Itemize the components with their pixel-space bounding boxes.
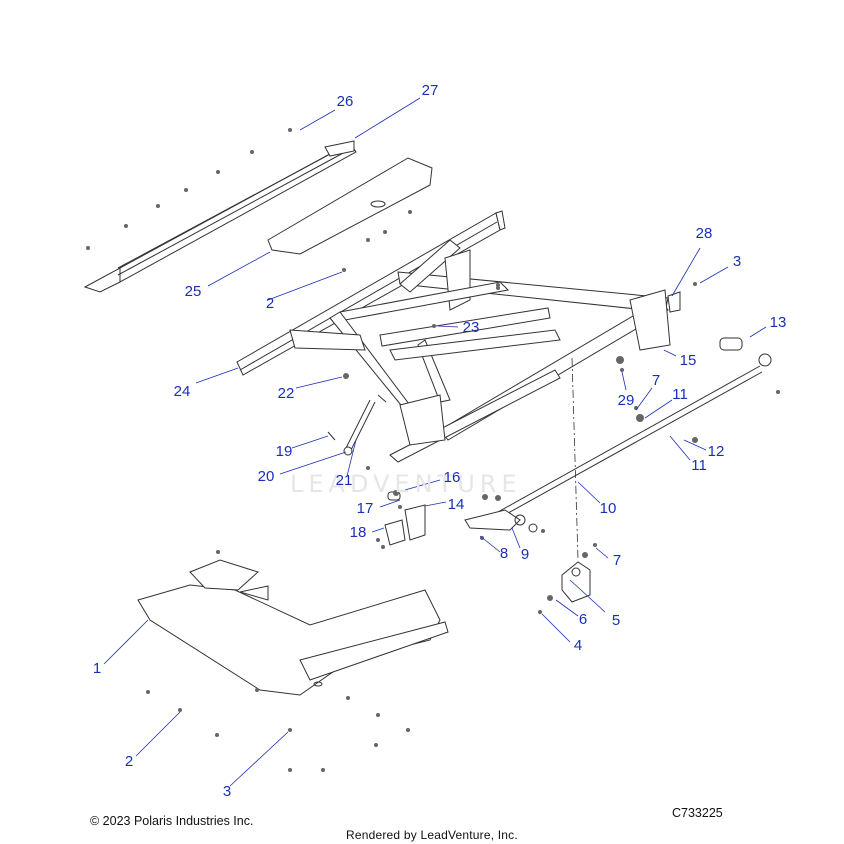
part-27-rail xyxy=(83,140,357,293)
callout-14: 14 xyxy=(447,496,465,513)
callout-12: 12 xyxy=(707,443,725,460)
callout-22: 22 xyxy=(277,385,295,402)
fasteners xyxy=(86,128,780,772)
callout-24: 24 xyxy=(173,383,191,400)
centerline xyxy=(571,357,579,561)
callout-4: 4 xyxy=(573,637,583,654)
callout-5: 5 xyxy=(611,612,621,629)
part-1-skid-plate xyxy=(137,559,449,696)
part-19-link xyxy=(327,394,387,456)
callout-23: 23 xyxy=(462,319,480,336)
part-14-bracket xyxy=(384,491,426,546)
callout-2-bottom: 2 xyxy=(124,753,134,770)
watermark: LEADVENTURE xyxy=(290,470,522,498)
callout-10: 10 xyxy=(599,500,617,517)
callout-7-bottom: 7 xyxy=(612,552,622,569)
callout-11-bottom: 11 xyxy=(691,457,707,474)
callout-26: 26 xyxy=(336,93,354,110)
callout-3-bottom: 3 xyxy=(222,783,232,800)
callout-19: 19 xyxy=(275,443,293,460)
part-24-frame xyxy=(236,210,681,463)
callout-13: 13 xyxy=(769,314,787,331)
callout-8: 8 xyxy=(499,545,509,562)
callout-29: 29 xyxy=(617,392,635,409)
callout-6: 6 xyxy=(578,611,588,628)
rendered-by-text: Rendered by LeadVenture, Inc. xyxy=(346,828,518,842)
callout-7-top: 7 xyxy=(651,372,661,389)
callout-2-top: 2 xyxy=(265,295,275,312)
part-25-panel xyxy=(267,157,433,255)
part-10-rod xyxy=(479,337,772,528)
callout-21: 21 xyxy=(335,472,353,489)
callout-1: 1 xyxy=(92,660,102,677)
callout-15: 15 xyxy=(679,352,697,369)
callout-20: 20 xyxy=(257,468,275,485)
callout-25: 25 xyxy=(184,283,202,300)
callout-17: 17 xyxy=(356,500,374,517)
leader-lines xyxy=(103,97,767,787)
callout-9: 9 xyxy=(520,546,530,563)
part-9-lever xyxy=(464,509,538,533)
copyright-text: © 2023 Polaris Industries Inc. xyxy=(90,814,254,828)
callout-16: 16 xyxy=(443,469,461,486)
part-5-pivot xyxy=(561,561,591,603)
figure-id: C733225 xyxy=(672,806,723,820)
callout-3-top: 3 xyxy=(732,253,742,270)
callout-11-top: 11 xyxy=(672,386,688,403)
callout-28: 28 xyxy=(695,225,713,242)
callout-27: 27 xyxy=(421,82,439,99)
callout-18: 18 xyxy=(349,524,367,541)
